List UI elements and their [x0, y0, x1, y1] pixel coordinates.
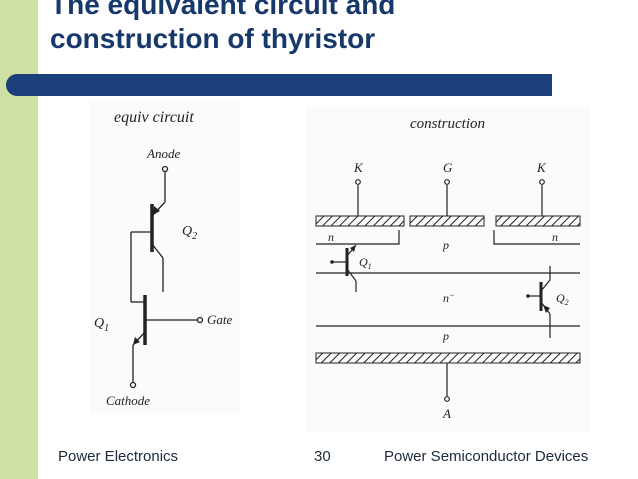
g-label: G	[443, 160, 453, 175]
q1-label-equiv: Q1	[94, 316, 109, 334]
a-terminal	[444, 396, 450, 402]
k-left-terminal	[355, 179, 361, 185]
n-left-region	[316, 230, 400, 245]
construction-heading: construction	[410, 116, 485, 132]
equiv-circuit-diagram: equiv circuit Anode Q2 Gate Q1 Cathode	[94, 109, 233, 408]
q1-construct-collector	[346, 268, 357, 282]
cathode-contact-right	[495, 215, 581, 227]
equiv-heading: equiv circuit	[114, 109, 194, 126]
slide-title: The equivalent circuit and construction …	[50, 0, 630, 56]
q1-construct-arrow	[350, 245, 356, 252]
footer-topic: Power Semiconductor Devices	[384, 448, 589, 465]
cathode-terminal	[129, 381, 137, 389]
n-left-label: n	[328, 230, 334, 244]
k-left-label: K	[353, 160, 364, 175]
k-right-label: K	[536, 160, 547, 175]
gate-label: Gate	[207, 312, 233, 327]
n-right-region	[493, 230, 580, 245]
anode-contact	[315, 352, 581, 364]
left-accent-strip	[0, 0, 38, 479]
cathode-label: Cathode	[106, 393, 150, 408]
p-top-label: p	[442, 238, 449, 252]
q2-label-construct: Q2	[556, 291, 569, 307]
cathode-contact-left	[315, 215, 405, 227]
q2-construct-base-node	[526, 294, 530, 298]
title-line-1: The equivalent circuit and	[50, 0, 396, 20]
p-bottom-label: p	[442, 329, 449, 343]
gate-contact	[409, 215, 485, 227]
anode-label: Anode	[146, 146, 180, 161]
q2-collector	[151, 243, 164, 259]
equiv-circuit-panel: equiv circuit Anode Q2 Gate Q1 Cathode	[90, 102, 240, 414]
footer-course: Power Electronics	[58, 448, 179, 465]
q1-label-construct: Q1	[359, 255, 372, 271]
gate-terminal	[196, 316, 204, 324]
q1-construct-base-node	[330, 260, 334, 264]
a-label: A	[442, 406, 451, 421]
anode-terminal	[161, 165, 169, 173]
q2-label-equiv: Q2	[182, 224, 197, 242]
n-minus-label: n−	[443, 290, 455, 305]
q1-emitter-arrow	[133, 337, 140, 345]
title-line-2: construction of thyristor	[50, 23, 376, 54]
q2-construct-collector	[540, 279, 551, 292]
construction-panel: construction K G K n n p n− p A	[306, 106, 590, 432]
n-right-label: n	[552, 230, 558, 244]
title-underline-bar	[6, 74, 552, 96]
g-terminal	[444, 179, 450, 185]
footer-page-number: 30	[314, 448, 331, 465]
q2-construct-arrow	[543, 305, 550, 313]
construction-diagram: construction K G K n n p n− p A	[315, 116, 581, 421]
k-right-terminal	[539, 179, 545, 185]
q2-emitter-arrow	[153, 206, 160, 215]
